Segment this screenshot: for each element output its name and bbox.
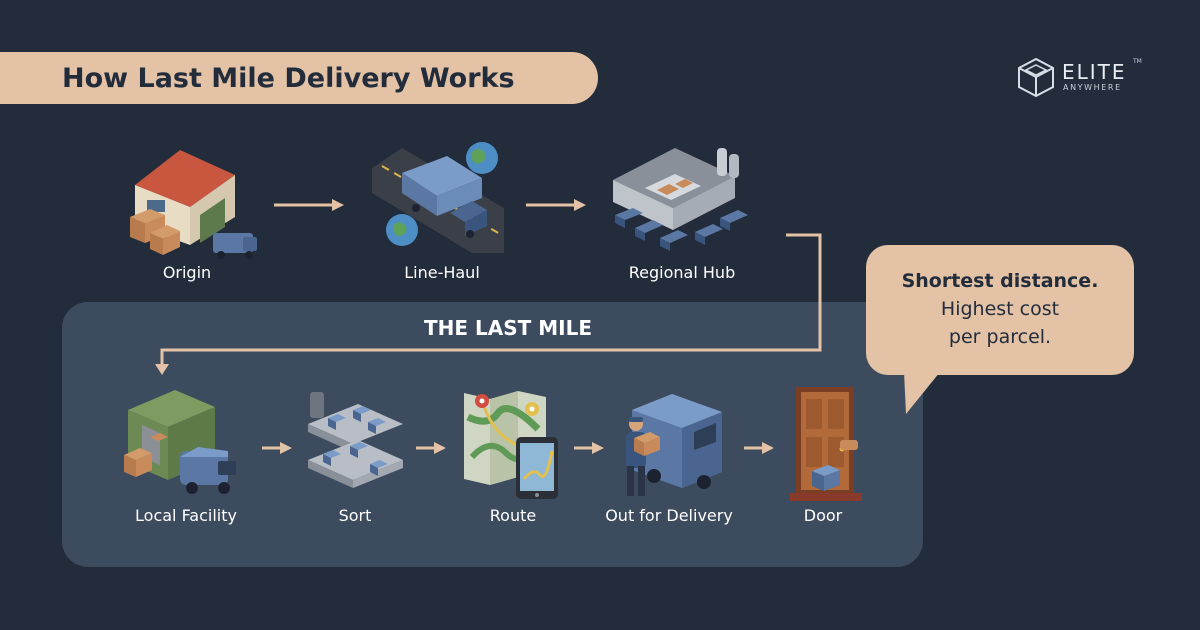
- truck-on-highway-icon: [372, 142, 504, 253]
- conveyor-sort-icon: [308, 392, 403, 488]
- step-door: [788, 385, 958, 503]
- step-origin: [125, 145, 295, 260]
- step-label-local-facility: Local Facility: [135, 506, 237, 525]
- flow-arrow-4: [416, 442, 446, 454]
- cost-callout: Shortest distance. Highest cost per parc…: [866, 245, 1134, 375]
- title-banner: How Last Mile Delivery Works: [0, 52, 598, 104]
- step-local-facility: [120, 385, 290, 503]
- step-out-for-delivery: [612, 390, 782, 502]
- flow-arrow-1: [274, 199, 344, 211]
- flow-arrow-6: [744, 442, 774, 454]
- page-title: How Last Mile Delivery Works: [62, 62, 515, 94]
- step-label-sort: Sort: [338, 506, 372, 525]
- flow-arrow-3: [262, 442, 292, 454]
- brand-logo: ELITE TM ANYWHERE: [1016, 56, 1146, 98]
- distribution-hub-icon: [613, 148, 748, 251]
- step-label-door: Door: [803, 506, 843, 525]
- logo-trademark: TM: [1133, 58, 1142, 65]
- flow-arrow-5: [574, 442, 604, 454]
- step-sort: [298, 388, 468, 503]
- last-mile-title: THE LAST MILE: [424, 316, 592, 340]
- step-route: [460, 387, 630, 502]
- step-regional-hub: [605, 140, 775, 255]
- step-label-line-haul: Line-Haul: [404, 263, 480, 282]
- step-label-regional-hub: Regional Hub: [628, 263, 736, 282]
- step-label-route: Route: [489, 506, 537, 525]
- flow-arrow-2: [526, 199, 586, 211]
- map-route-icon: [464, 391, 558, 499]
- local-warehouse-icon: [124, 390, 236, 494]
- cube-logo-icon: [1018, 57, 1054, 98]
- logo-tagline: ANYWHERE: [1063, 83, 1122, 92]
- step-label-out-for-delivery: Out for Delivery: [605, 506, 733, 525]
- callout-line-3: per parcel.: [948, 326, 1052, 348]
- courier-van-icon: [626, 394, 722, 496]
- warehouse-icon: [130, 150, 257, 259]
- step-line-haul: [372, 138, 542, 258]
- logo-wordmark: ELITE: [1062, 60, 1127, 84]
- front-door-icon: [790, 387, 862, 501]
- callout-tail: [904, 372, 940, 414]
- callout-line-2: Highest cost: [940, 298, 1060, 320]
- callout-line-1: Shortest distance.: [901, 270, 1099, 292]
- step-label-origin: Origin: [162, 263, 212, 282]
